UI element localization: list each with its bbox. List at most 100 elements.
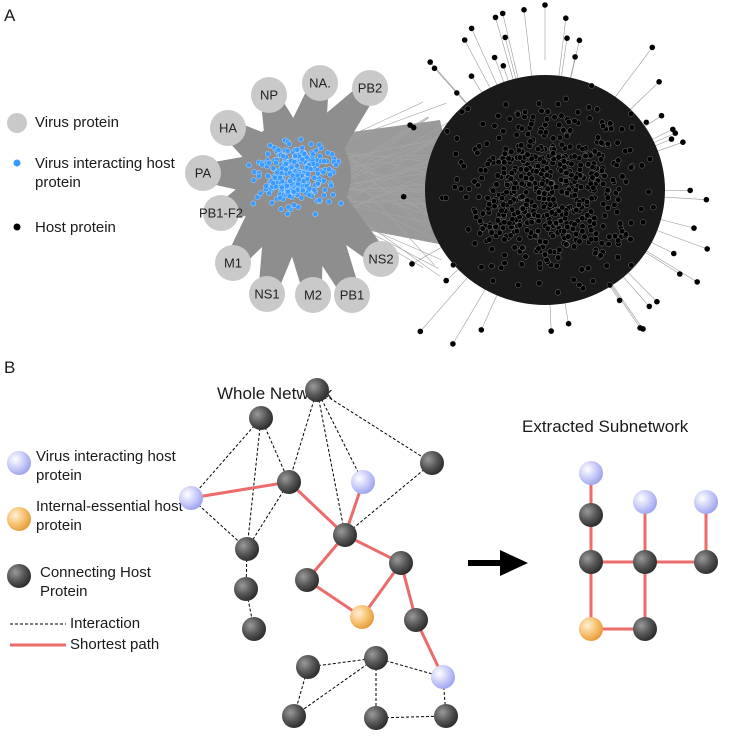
virus-interacting-node	[286, 193, 293, 199]
host-node	[547, 201, 554, 208]
host-node	[551, 114, 558, 121]
host-node	[490, 187, 497, 194]
host-node	[552, 220, 559, 227]
host-node	[619, 173, 626, 180]
host-node	[650, 204, 657, 211]
extracted-subnetwork-graph	[579, 461, 718, 641]
host-node	[611, 201, 618, 208]
host-node	[472, 208, 479, 215]
legend-a-virus-interacting-label: Virus interacting host protein	[35, 155, 175, 191]
host-node	[509, 206, 516, 213]
host-node	[567, 143, 574, 150]
virus-interacting-node	[299, 156, 306, 163]
bridge-edge	[334, 131, 445, 212]
virus-protein-node	[210, 110, 246, 146]
virus-interacting-node	[317, 153, 323, 159]
virus-protein-label: NA.	[309, 76, 331, 91]
host-node	[541, 190, 548, 197]
host-node	[600, 223, 607, 230]
host-node	[542, 129, 549, 136]
virus-protein-node	[251, 77, 287, 113]
legend-b-vih-marker	[7, 451, 31, 475]
host-node	[576, 37, 583, 44]
virus-protein-label: M1	[224, 256, 242, 271]
host-node	[515, 147, 522, 154]
virus-interacting-node	[305, 171, 311, 177]
host-node	[508, 169, 515, 176]
host-node	[468, 25, 475, 32]
virus-protein-node	[295, 277, 331, 313]
host-node	[548, 209, 555, 216]
host-node	[549, 233, 556, 239]
virus-interacting-node	[256, 173, 262, 180]
host-node	[597, 252, 604, 259]
host-node	[608, 125, 615, 132]
whole-connector-node	[295, 568, 319, 592]
host-node	[579, 223, 586, 230]
sub-connector-node	[579, 503, 603, 527]
host-node	[543, 256, 550, 263]
virus-protein-node	[215, 245, 251, 281]
host-node	[590, 278, 597, 285]
host-node	[593, 230, 600, 237]
host-node	[476, 143, 483, 150]
host-node	[543, 165, 550, 172]
host-node	[488, 246, 495, 253]
host-node	[584, 198, 590, 205]
host-node	[554, 289, 561, 296]
virus-interacting-node	[273, 159, 279, 166]
virus-protein-label: HA	[219, 121, 237, 136]
virus-protein-node	[302, 65, 338, 101]
sub-connector-node	[694, 550, 718, 574]
host-node	[507, 199, 514, 206]
virus-interacting-node	[285, 188, 291, 195]
virus-interacting-node	[269, 200, 275, 206]
host-node	[498, 207, 505, 214]
host-node	[501, 219, 508, 226]
whole-edge	[316, 389, 433, 464]
sub-ie-node	[579, 617, 603, 641]
host-node	[521, 113, 528, 120]
host-node	[489, 277, 496, 284]
host-node	[595, 134, 601, 141]
host-node	[555, 154, 562, 161]
host-node	[488, 263, 495, 270]
host-node	[528, 219, 535, 226]
host-node	[496, 134, 503, 141]
host-node	[638, 206, 645, 213]
host-node	[558, 167, 564, 174]
virus-protein-node	[363, 241, 399, 277]
host-node	[579, 215, 586, 222]
whole-edge	[316, 389, 364, 483]
host-node	[535, 163, 541, 170]
host-node	[504, 181, 511, 188]
virus-interacting-node	[285, 204, 292, 210]
host-node	[493, 181, 500, 188]
host-node	[494, 172, 501, 179]
host-node	[518, 125, 525, 132]
host-node	[535, 146, 542, 152]
host-node	[605, 205, 611, 211]
host-node	[615, 237, 622, 244]
host-node	[453, 135, 460, 142]
whole-path-edge	[287, 480, 347, 537]
host-node	[561, 228, 568, 235]
host-node	[542, 121, 549, 128]
virus-interacting-node	[320, 169, 327, 176]
whole-vih-node	[179, 486, 203, 510]
host-node	[563, 241, 570, 248]
virus-interacting-node	[315, 180, 321, 187]
host-node	[579, 228, 586, 235]
virus-interacting-node	[298, 136, 304, 143]
virus-interacting-node	[284, 183, 290, 189]
host-node	[536, 260, 543, 267]
host-node	[494, 217, 501, 224]
virus-interacting-node	[300, 187, 306, 194]
host-node	[557, 176, 564, 183]
virus-interacting-node	[257, 190, 264, 197]
host-node	[527, 138, 534, 145]
host-node	[544, 108, 551, 115]
bridge-edge	[334, 159, 432, 203]
host-node	[500, 128, 507, 135]
